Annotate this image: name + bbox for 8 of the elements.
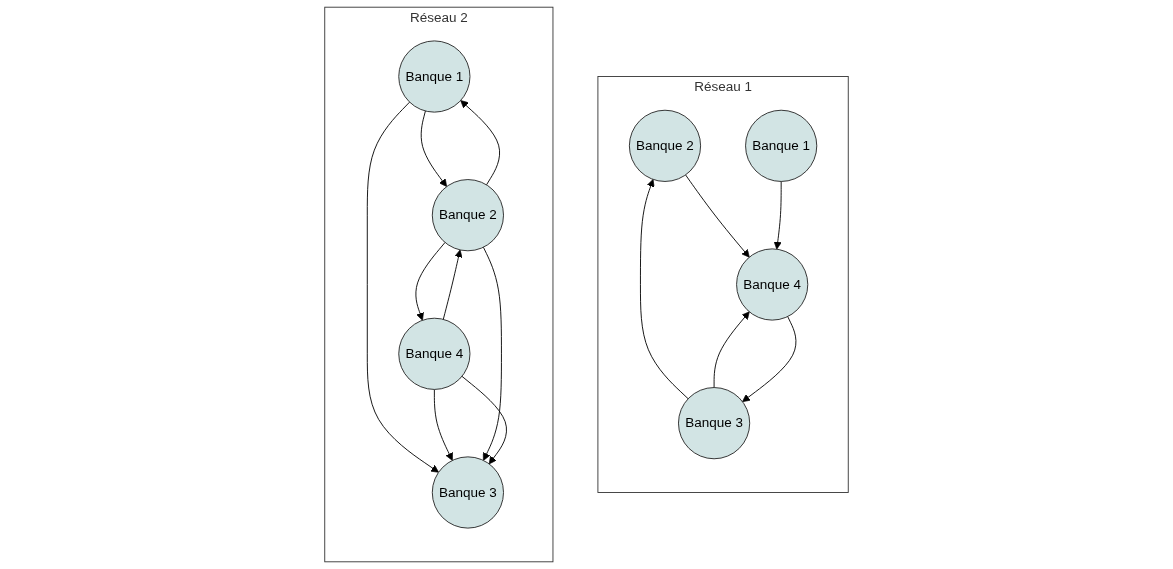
node-circle: Banque 3 — [678, 387, 751, 460]
node-circle: Banque 4 — [398, 317, 471, 390]
node-circle: Banque 1 — [398, 40, 471, 113]
node-circle: Banque 2 — [628, 109, 702, 182]
node-circle: Banque 1 — [745, 109, 818, 182]
node-circle: Banque 4 — [736, 248, 809, 321]
node-circle: Banque 3 — [431, 456, 504, 529]
node-circle: Banque 2 — [431, 179, 504, 252]
